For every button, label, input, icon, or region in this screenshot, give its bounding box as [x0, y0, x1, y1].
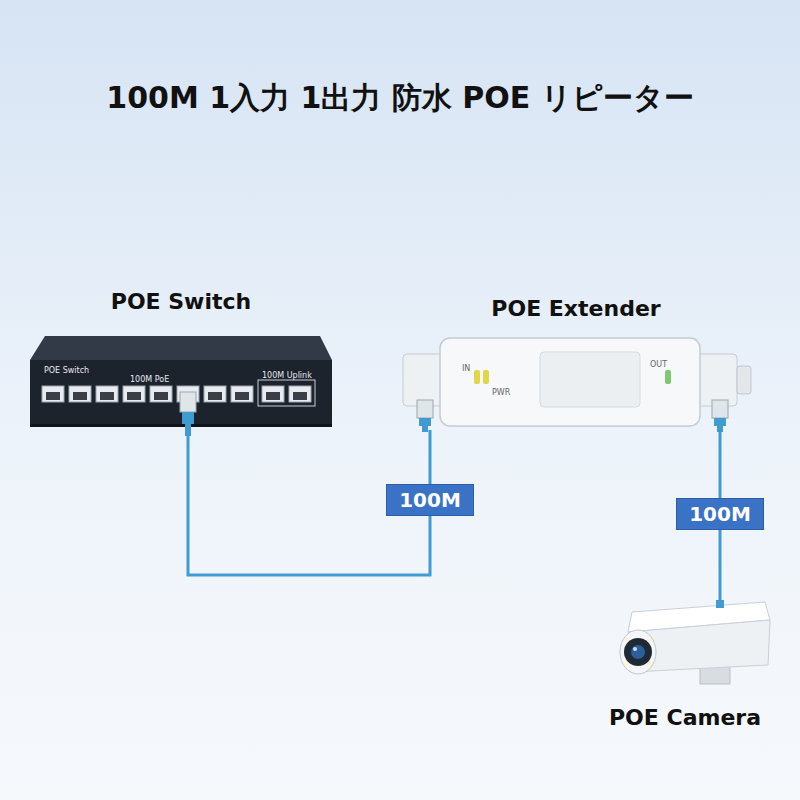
extender-node: POE Extender — [400, 290, 752, 430]
poe-camera-device — [620, 600, 770, 684]
device-print: PWR — [492, 388, 510, 397]
node-label: POE Switch — [25, 289, 337, 314]
device-print: OUT — [650, 360, 667, 369]
title: 100M 1入力 1出力 防水 POE リピーター — [0, 78, 800, 119]
device-print: 100M PoE — [130, 375, 169, 384]
edge-label: 100M — [676, 498, 764, 530]
device-print: 100M Uplink — [262, 371, 312, 380]
node-label: POE Extender — [400, 296, 752, 321]
device-print: POE Switch — [44, 366, 89, 375]
device-print: IN — [462, 364, 470, 373]
node-label: POE Camera — [585, 705, 785, 730]
poe-switch-device — [30, 336, 332, 436]
switch-node: POE Switch — [25, 285, 337, 433]
edge-label: 100M — [386, 484, 474, 516]
poe-extender-device — [403, 338, 751, 432]
camera-node: POE Camera — [585, 600, 785, 732]
